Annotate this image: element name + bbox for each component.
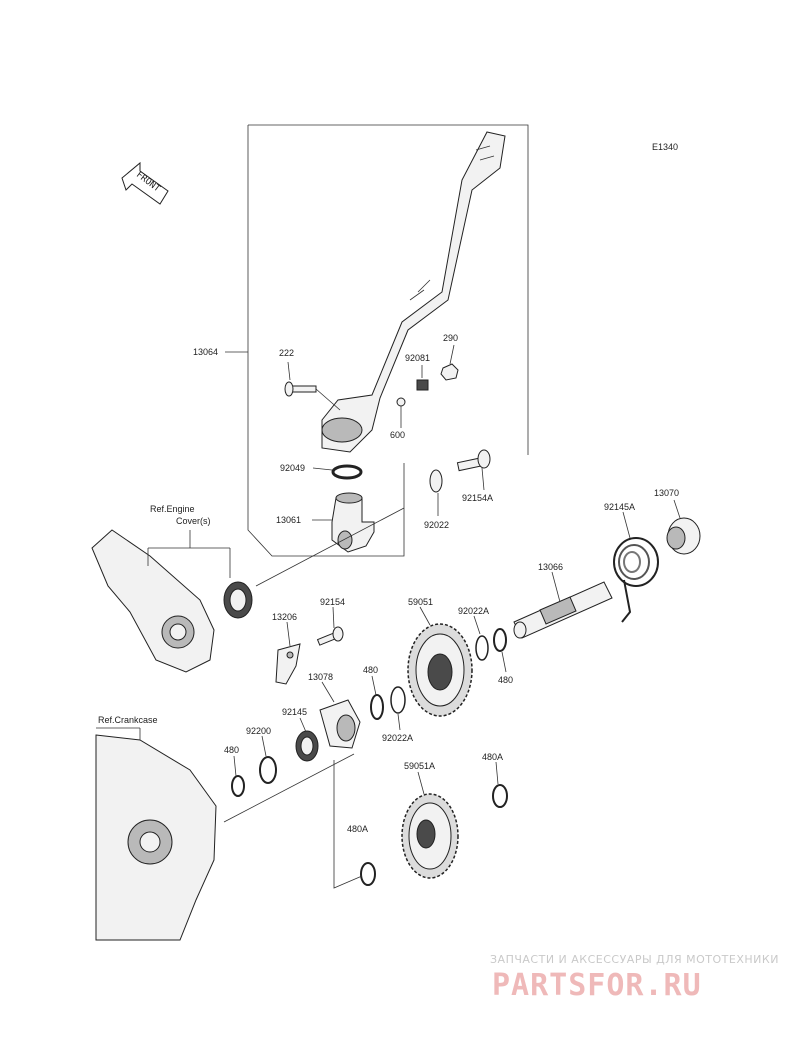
circlip-480-mid [370,694,384,720]
label-92200: 92200 [246,726,271,736]
circlip-480A-bot [360,862,376,886]
label-92145A: 92145A [604,502,635,512]
label-92154: 92154 [320,597,345,607]
circlip-480-right [493,628,507,652]
guide-13206 [275,643,301,685]
label-92022: 92022 [424,520,449,530]
ball-600 [396,397,406,428]
label-92154A: 92154A [462,493,493,503]
label-92081: 92081 [405,353,430,363]
label-13206: 13206 [272,612,297,622]
collar-13070 [666,517,701,555]
watermark-tagline: ЗАПЧАСТИ И АКСЕССУАРЫ ДЛЯ МОТОТЕХНИКИ [490,953,779,966]
label-13066: 13066 [538,562,563,572]
kick-shaft-13066 [513,581,613,639]
label-480-right: 480 [498,675,513,685]
leader-shaft-axis [255,507,405,587]
circlip-480A-right [492,784,508,808]
gear-59051 [407,623,473,717]
label-480-left: 480 [224,745,239,755]
leader-lines [233,344,681,795]
bolt-92154 [316,626,344,646]
label-59051A: 59051A [404,761,435,771]
label-92022A-bot: 92022A [382,733,413,743]
label-290: 290 [443,333,458,343]
gear-59051A [401,793,459,879]
label-13061: 13061 [276,515,301,525]
ratchet-13078 [319,699,361,749]
label-92049: 92049 [280,463,305,473]
circlip-480-left [231,775,245,797]
kick-lever-arm [321,131,506,453]
lever-assembly-bracket [225,124,529,557]
label-13064: 13064 [193,347,218,357]
diagram-code: E1340 [652,142,678,152]
front-arrow-icon: FRONT [121,161,169,205]
label-13070: 13070 [654,488,679,498]
engine-cover-ref [91,529,231,673]
label-59051: 59051 [408,597,433,607]
label-480-mid: 480 [363,665,378,675]
ref-engine-cover-line1: Ref.Engine [150,504,195,514]
label-13078: 13078 [308,672,333,682]
bolt-92154A [456,449,491,472]
oil-seal [223,581,253,619]
label-600: 600 [390,430,405,440]
watermark-site: PARTSFOR.RU [492,968,702,1003]
nut-290 [440,363,459,381]
leader-crank-axis [223,753,355,823]
spring-92145 [295,730,319,762]
washer-92200 [259,756,277,784]
ref-crankcase: Ref.Crankcase [98,715,158,725]
label-92145: 92145 [282,707,307,717]
detent-spring [416,379,429,391]
label-222: 222 [279,348,294,358]
washer-92022 [429,469,443,493]
label-92022A-top: 92022A [458,606,489,616]
crankcase-ref [95,727,217,941]
washer-92022A-top [475,635,489,661]
spring-92145A [613,537,659,623]
bolt-222 [284,381,341,411]
label-480A-right: 480A [482,752,503,762]
label-480A-bot: 480A [347,824,368,834]
boss-13061 [331,492,375,553]
leader-480A [333,760,363,889]
o-ring-92049 [331,464,363,480]
ref-engine-cover-line2: Cover(s) [176,516,211,526]
washer-92022A-bot [390,686,406,714]
